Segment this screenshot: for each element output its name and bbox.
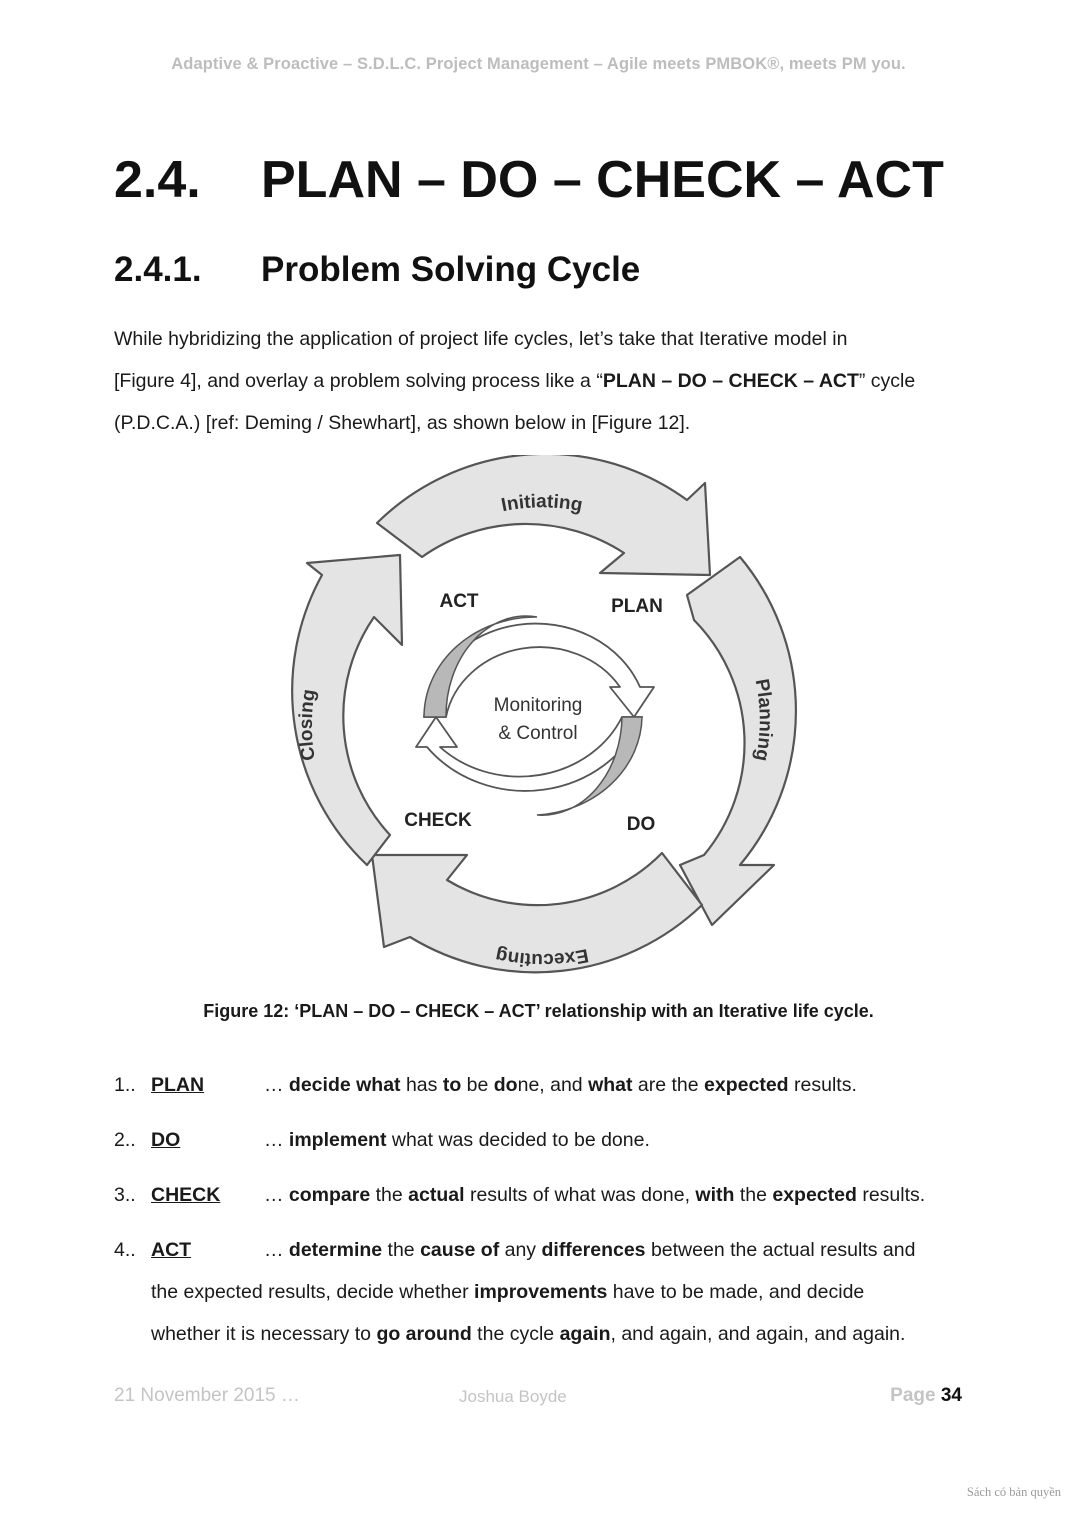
bold-text: determine [288,1239,383,1261]
heading-2-number: 2.4.1. [114,250,202,289]
list-term: PLAN [151,1074,205,1096]
text-run: what was decided to be done. [386,1129,650,1151]
bold-text: with [695,1184,735,1206]
bold-text: again [559,1323,611,1345]
text-run: the [382,1239,421,1261]
bold-text: implement [288,1129,387,1151]
intro-line-2: [Figure 4], and overlay a problem solvin… [114,360,974,402]
inner-band-left [423,615,538,718]
text-run: , and again, and again, and again. [610,1323,906,1345]
heading-1-title: PLAN – DO – CHECK – ACT [261,151,944,209]
list-desc: … implement what was decided to be done. [264,1121,650,1159]
text-run: the [370,1184,409,1206]
text-run: results of what was done, [464,1184,696,1206]
watermark: Sách có bản quyền [966,1485,1061,1499]
text-run: … [264,1239,289,1261]
text-run: … [264,1074,289,1096]
list-term: ACT [151,1239,192,1261]
bold-text: expected [772,1184,857,1206]
text-run: be [461,1074,494,1096]
text-run: between the actual results and [645,1239,916,1261]
label-do: DO [627,814,656,835]
text-run: have to be made, and decide [607,1281,865,1303]
list-number: 4.. [114,1239,136,1261]
label-initiating: Initiating [500,491,585,516]
inner-band-right [536,716,643,816]
text-run: results. [856,1184,926,1206]
list-number: 1.. [114,1074,136,1096]
center-label-control: & Control [498,723,577,744]
footer-page-label: Page [890,1385,936,1406]
list-item-check: 3.. CHECK … compare the actual results o… [114,1176,994,1231]
list-desc: … compare the actual results of what was… [264,1176,925,1214]
footer-author: Joshua Boyde [459,1387,567,1406]
list-item-act: 4.. ACT … determine the cause of any dif… [114,1231,994,1361]
list-number: 3.. [114,1184,136,1206]
label-act: ACT [439,591,478,612]
bold-text: what [588,1074,633,1096]
outer-arrow-closing [291,553,404,867]
list-term: CHECK [151,1184,221,1206]
intro-line-2-a: [Figure 4], and overlay a problem solvin… [114,370,603,392]
text-run: … [264,1129,289,1151]
bold-text: go around [376,1323,472,1345]
text-run: … [264,1184,289,1206]
footer-page-number: 34 [940,1385,962,1406]
pdca-diagram: Initiating Planning Executing Closing AC… [291,452,798,974]
intro-pdca-bold: PLAN – DO – CHECK – ACT [602,370,859,392]
text-run: results. [788,1074,857,1096]
intro-line-3: (P.D.C.A.) [ref: Deming / Shewhart], as … [114,412,691,434]
heading-2-title: Problem Solving Cycle [261,250,641,289]
bold-text: compare [288,1184,371,1206]
label-closing: Closing [296,688,320,762]
outer-arrow-executing [370,851,704,974]
bold-text: expected [704,1074,789,1096]
pdca-list: 1.. PLAN … decide what has to be done, a… [114,1066,994,1361]
text-run: are the [632,1074,705,1096]
figure-caption: Figure 12: ‘PLAN – DO – CHECK – ACT’ rel… [203,1001,874,1021]
bold-text: cause of [420,1239,500,1261]
intro-line-1: While hybridizing the application of pro… [114,328,848,350]
heading-1-number: 2.4. [114,151,201,209]
text-run: ne, and [517,1074,589,1096]
inner-arrow-lower [415,716,643,792]
footer-date: 21 November 2015 … [114,1385,300,1406]
bold-text: do [493,1074,518,1096]
center-label-monitoring: Monitoring [494,695,583,716]
text-run: the cycle [471,1323,560,1345]
bold-text: decide what [288,1074,401,1096]
intro-line-2-c: ” cycle [858,370,916,392]
bold-text: to [442,1074,462,1096]
list-continuation-2: whether it is necessary to go around the… [151,1315,905,1353]
text-run: has [400,1074,443,1096]
list-term: DO [151,1129,181,1151]
pdca-figure: Initiating Planning Executing Closing AC… [262,452,822,975]
heading-2: 2.4.1. Problem Solving Cycle [114,250,640,290]
intro-paragraph: While hybridizing the application of pro… [114,318,974,444]
bold-text: differences [541,1239,646,1261]
label-plan: PLAN [611,596,663,617]
label-check: CHECK [404,810,472,831]
bold-text: actual [408,1184,465,1206]
bold-text: improvements [474,1281,608,1303]
list-item-plan: 1.. PLAN … decide what has to be done, a… [114,1066,994,1121]
list-item-do: 2.. DO … implement what was decided to b… [114,1121,994,1176]
list-continuation-1: the expected results, decide whether imp… [151,1273,864,1311]
list-desc: … decide what has to be done, and what a… [264,1066,857,1104]
outer-arrow-planning [678,555,798,927]
outer-arrow-initiating [375,452,712,577]
heading-1: 2.4. PLAN – DO – CHECK – ACT [114,150,944,210]
inner-cycle [415,615,655,816]
text-run: the expected results, decide whether [151,1281,475,1303]
list-number: 2.. [114,1129,136,1151]
footer-page: Page 34 [890,1385,962,1407]
list-desc: … determine the cause of any differences… [264,1231,915,1269]
text-run: any [499,1239,542,1261]
text-run: the [734,1184,773,1206]
running-header: Adaptive & Proactive – S.D.L.C. Project … [171,55,906,73]
text-run: whether it is necessary to [151,1323,377,1345]
